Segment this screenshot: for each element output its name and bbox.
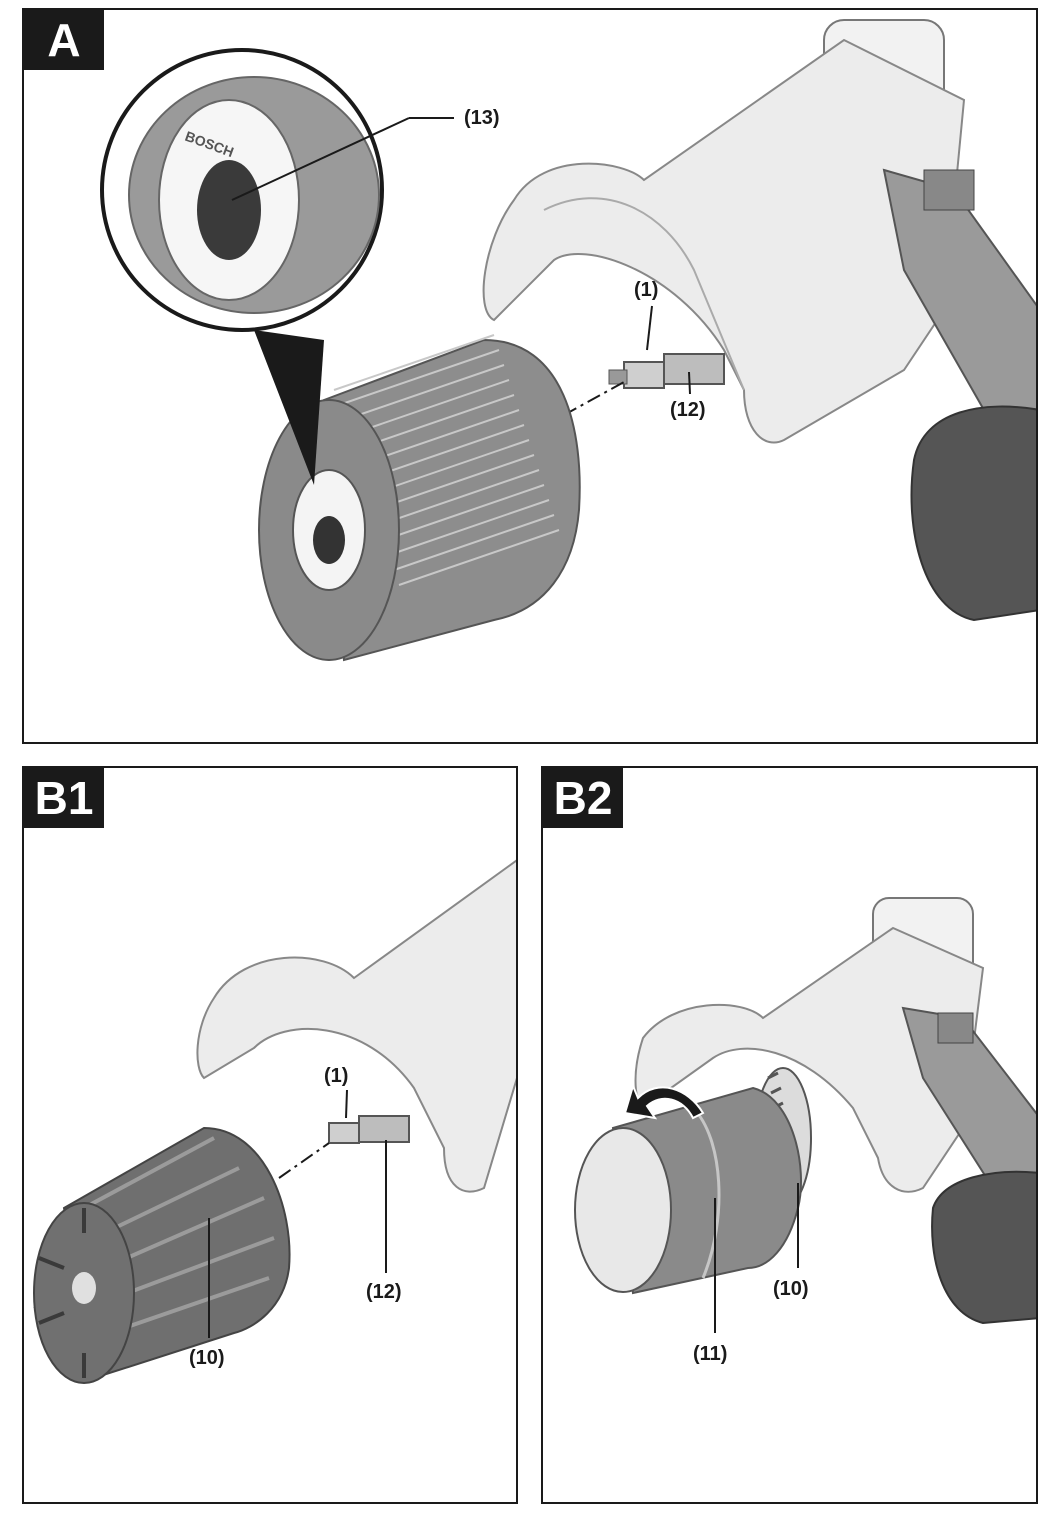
dust-hood (482, 19, 966, 444)
tool-handle (882, 168, 1036, 622)
panel-b2-illustration: (11) (10) (574, 897, 1036, 1365)
magnified-view: BOSCH (100, 48, 384, 332)
panel-b2: B2 (11) (10) (541, 766, 1038, 1504)
rubber-drum (33, 1126, 291, 1384)
axis-line-right (563, 381, 625, 416)
panel-b1-tag: B1 (24, 768, 104, 828)
panel-b1-illustration: (1) (12) (10) (33, 859, 516, 1384)
spindle (608, 353, 725, 389)
callout-1: (1) (324, 1065, 348, 1087)
leader-13 (231, 117, 410, 201)
panel-a-tag: A (24, 10, 104, 70)
callout-10: (10) (773, 1278, 809, 1300)
callout-12: (12) (670, 399, 706, 421)
leader-1 (345, 1089, 348, 1119)
abrasive-sleeve (574, 1086, 802, 1295)
panel-b1: B1 (1) (12) (10) (22, 766, 518, 1504)
callout-11: (11) (693, 1343, 727, 1365)
panel-b2-tag: B2 (543, 768, 623, 828)
leader-12 (688, 371, 691, 395)
spindle (328, 1115, 410, 1144)
callout-12: (12) (366, 1281, 402, 1303)
panel-a-illustration: BOSCH (13) (1) (12) (100, 19, 1036, 662)
magnifier-pointer (254, 330, 324, 485)
callout-13: (13) (464, 107, 500, 129)
leader-1 (646, 305, 653, 351)
dust-hood (196, 859, 516, 1193)
panel-a: A (22, 8, 1038, 744)
rotation-arrow-icon (623, 1083, 705, 1120)
callout-10: (10) (189, 1347, 225, 1369)
expansion-roller (258, 334, 581, 662)
axis-line-right (278, 1142, 330, 1179)
callout-1: (1) (634, 279, 658, 301)
tool-handle (901, 1006, 1036, 1325)
